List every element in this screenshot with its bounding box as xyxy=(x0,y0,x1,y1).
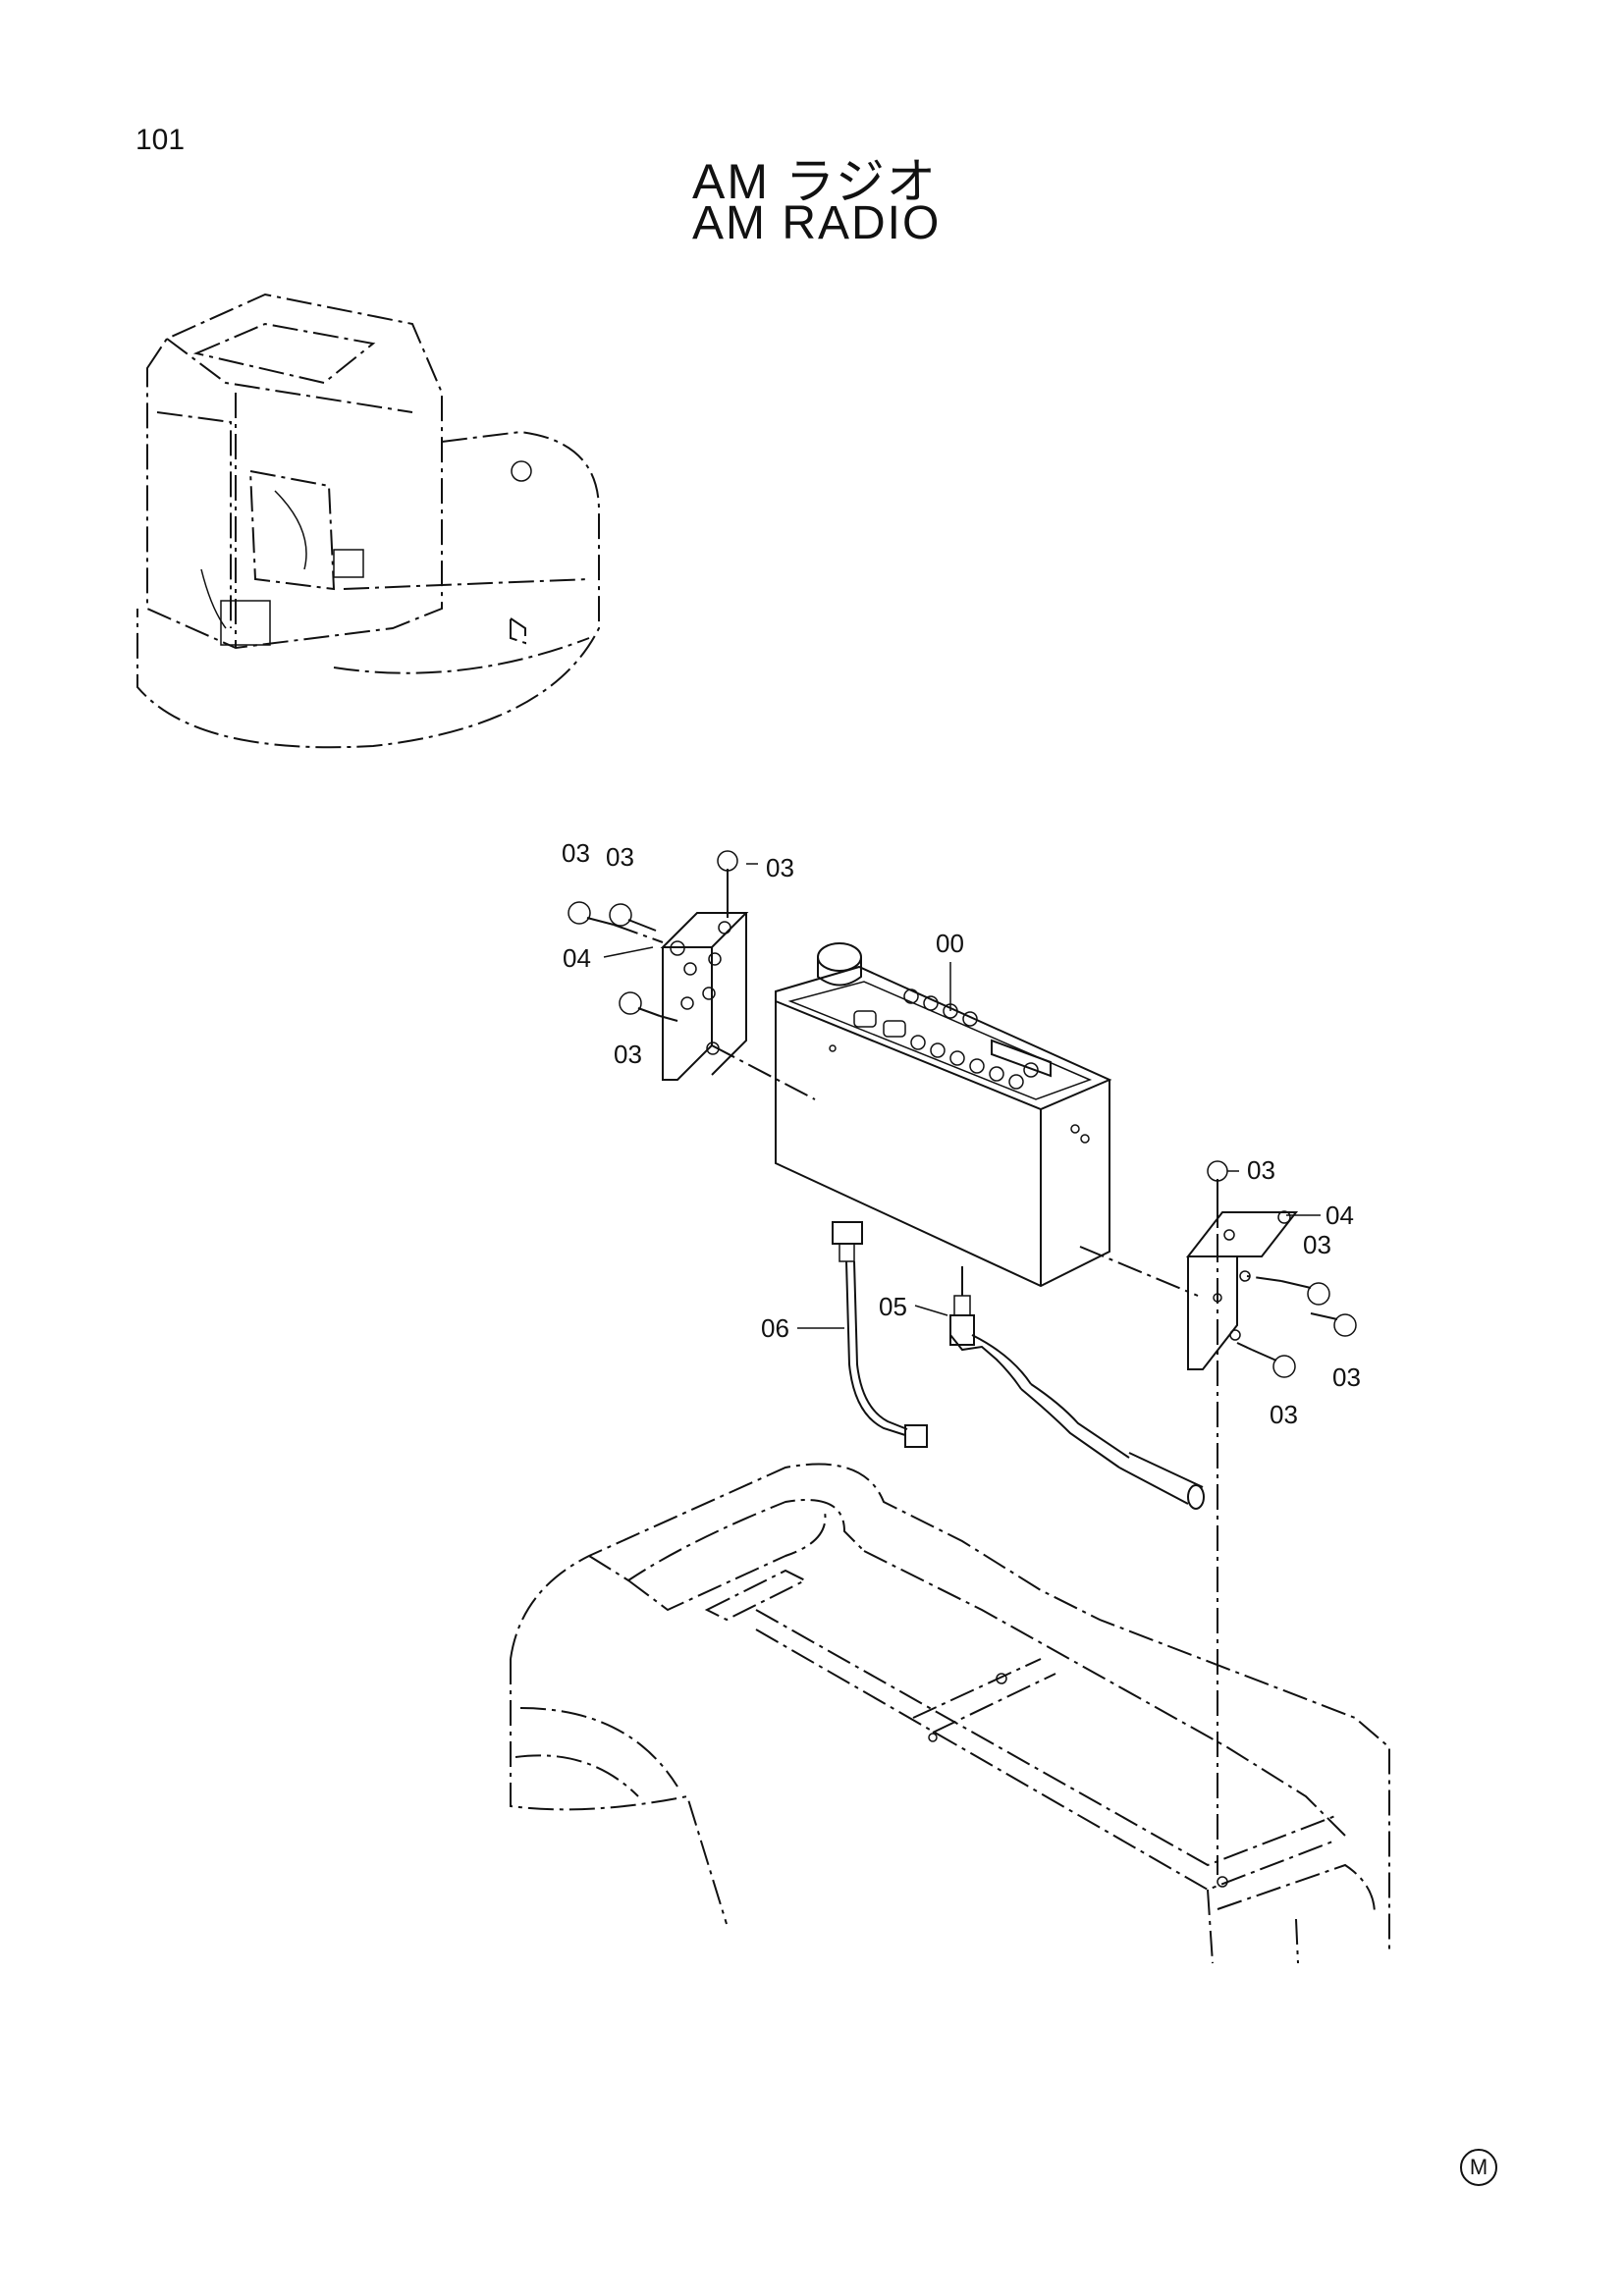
radio-display xyxy=(991,1039,1052,1078)
callout-03-a: 03 xyxy=(562,838,590,868)
callout-04-b: 04 xyxy=(1325,1201,1354,1230)
callout-04-a: 04 xyxy=(563,943,591,973)
callout-03-f: 03 xyxy=(1303,1230,1331,1259)
callout-03-g: 03 xyxy=(1332,1362,1361,1392)
console-floor-illustration xyxy=(510,1237,1390,1964)
wire-harness xyxy=(832,1221,928,1448)
callout-03-h: 03 xyxy=(1270,1400,1298,1429)
callout-03-b: 03 xyxy=(606,842,634,872)
screw-bolts-left xyxy=(568,850,738,1022)
screw-bolts-right xyxy=(1207,1160,1357,1378)
callout-00: 00 xyxy=(936,929,964,958)
left-bracket xyxy=(660,912,749,1081)
circled-m-mark: M xyxy=(1460,2149,1497,2186)
page-number: 101 xyxy=(135,124,186,156)
callout-03-c: 03 xyxy=(766,853,794,882)
am-radio-unit xyxy=(711,942,1199,1297)
cab-overview-illustration xyxy=(136,293,600,749)
callout-leaders xyxy=(603,863,1321,1329)
callout-labels: 03 03 03 04 03 00 03 04 03 05 06 03 03 xyxy=(562,838,1361,1429)
callout-03-d: 03 xyxy=(614,1040,642,1069)
title-japanese: AM ラジオ xyxy=(692,154,938,209)
radio-buttons xyxy=(903,988,1039,1090)
callout-03-e: 03 xyxy=(1247,1155,1275,1185)
callout-06: 06 xyxy=(761,1313,789,1343)
antenna-cable xyxy=(949,1266,1205,1510)
title-english: AM RADIO xyxy=(692,197,942,249)
callout-05: 05 xyxy=(879,1292,907,1321)
